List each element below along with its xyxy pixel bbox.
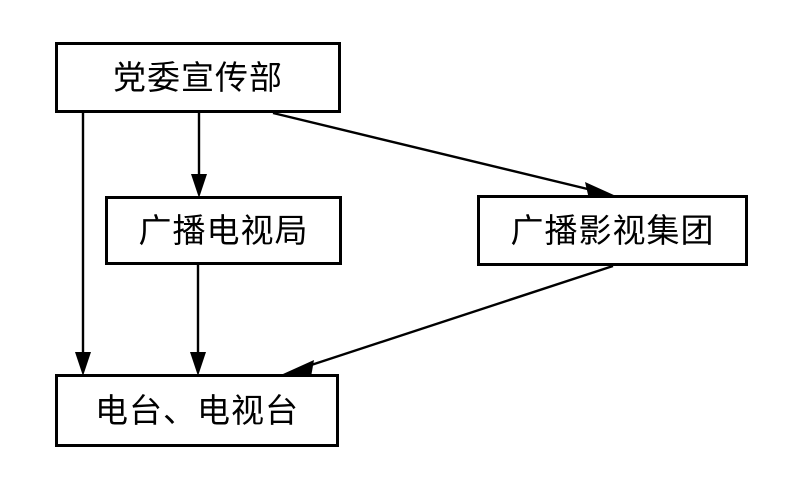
node-radio-film-tv-group[interactable]: 广播影视集团 <box>477 195 748 266</box>
node-label: 党委宣传部 <box>113 58 283 97</box>
arrow-head-icon <box>75 352 91 376</box>
edge-bureau-to-stations <box>190 265 206 376</box>
node-radio-tv-stations[interactable]: 电台、电视台 <box>55 374 339 447</box>
edge-dept-to-stations <box>75 113 91 376</box>
node-label: 广播影视集团 <box>510 211 715 250</box>
edge-dept-to-bureau <box>191 113 207 198</box>
arrow-head-icon <box>585 182 616 199</box>
arrow-head-icon <box>283 360 314 377</box>
node-propaganda-department[interactable]: 党委宣传部 <box>55 42 341 113</box>
arrow-head-icon <box>190 352 206 376</box>
arrow-head-icon <box>191 174 207 198</box>
edge-group-to-stations <box>283 264 614 377</box>
node-label: 广播电视局 <box>138 211 309 250</box>
node-radio-tv-bureau[interactable]: 广播电视局 <box>105 196 342 265</box>
edge-dept-to-group <box>272 111 616 199</box>
node-label: 电台、电视台 <box>95 391 299 430</box>
